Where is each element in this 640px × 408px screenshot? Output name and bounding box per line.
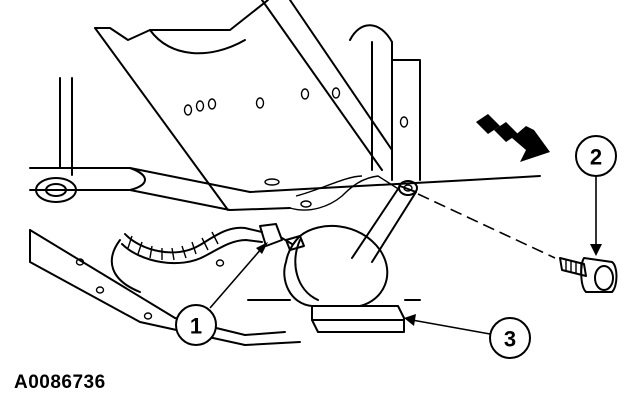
direction-arrow: [476, 114, 550, 162]
callout-2-number: 2: [590, 145, 602, 170]
callout-1: 1: [175, 242, 268, 346]
callout-2: 2: [575, 135, 617, 256]
callout-3: 3: [404, 314, 531, 359]
alignment-line: [417, 193, 556, 259]
callout-3-number: 3: [504, 327, 516, 352]
transmission-housing: [29, 0, 541, 346]
sensor-assembly: [283, 180, 418, 333]
figure-id-label: A0086736: [14, 372, 106, 393]
wiring-harness: [121, 175, 401, 265]
bolt: [559, 257, 618, 293]
callout-1-number: 1: [190, 314, 202, 339]
